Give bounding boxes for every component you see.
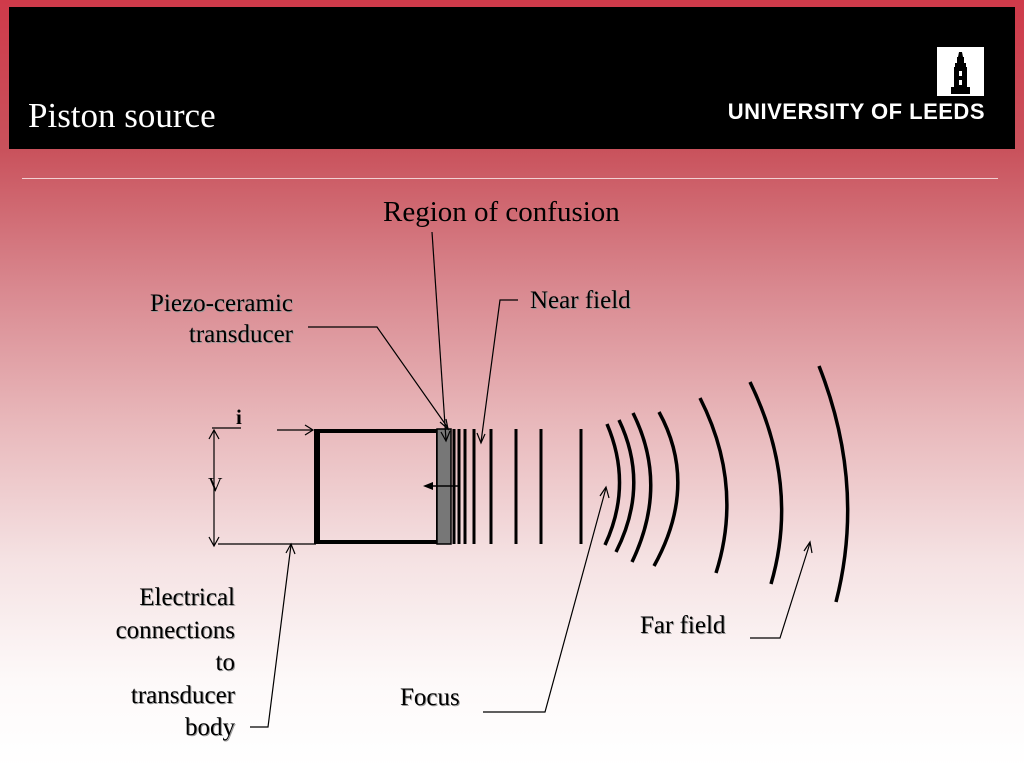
university-logo-text: UNIVERSITY OF LEEDS bbox=[727, 99, 985, 124]
university-logo-emblem bbox=[937, 47, 984, 96]
voltage-arrow-head-top bbox=[208, 428, 220, 440]
region-pointer-head bbox=[440, 430, 451, 443]
far-field-label: Far field bbox=[640, 612, 726, 639]
region-of-confusion-label: Region of confusion bbox=[383, 196, 620, 228]
connections-pointer-head bbox=[285, 542, 296, 555]
tower-logo-icon bbox=[951, 52, 970, 94]
current-arrow-head bbox=[304, 424, 315, 436]
focus-label: Focus bbox=[400, 684, 460, 711]
transducer-back-plate bbox=[314, 429, 320, 544]
internal-arrow-head bbox=[423, 482, 433, 490]
electrical-connections-label: Electrical connections to transducer bod… bbox=[115, 584, 235, 741]
near-field-wavefronts bbox=[452, 429, 583, 544]
far-field-pointer-head bbox=[803, 540, 813, 554]
focus-pointer-line bbox=[483, 487, 607, 713]
title-bar bbox=[9, 7, 1015, 149]
near-field-label: Near field bbox=[530, 287, 631, 314]
current-label: i bbox=[236, 405, 242, 429]
piezo-pointer-head bbox=[439, 418, 449, 431]
near-field-pointer-head bbox=[476, 432, 486, 445]
connections-pointer-line bbox=[250, 544, 292, 728]
piezo-ceramic-label: Piezo-ceramic transducer bbox=[150, 290, 293, 349]
far-field-pointer-line bbox=[750, 542, 811, 639]
voltage-label: V bbox=[208, 474, 223, 496]
far-field-wavefronts bbox=[603, 365, 850, 603]
focus-pointer-head bbox=[599, 485, 610, 499]
transducer-body bbox=[316, 429, 440, 544]
region-pointer-line bbox=[431, 231, 447, 441]
slide-title: Piston source bbox=[28, 96, 216, 135]
near-field-pointer-line bbox=[480, 299, 518, 443]
title-divider bbox=[22, 178, 998, 179]
voltage-arrow-head-bottom bbox=[208, 536, 220, 548]
piezo-pointer-line bbox=[308, 326, 449, 429]
